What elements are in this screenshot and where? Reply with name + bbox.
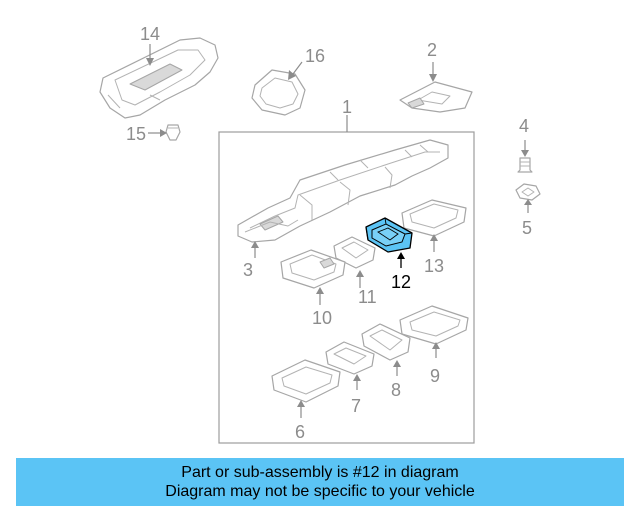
callout-9: 9 <box>430 366 440 386</box>
callout-6: 6 <box>295 422 305 442</box>
callout-14: 14 <box>140 24 160 44</box>
info-banner: Part or sub-assembly is #12 in diagram D… <box>16 458 624 506</box>
arrow-11 <box>356 270 364 277</box>
callout-11: 11 <box>358 287 377 307</box>
banner-line-2: Diagram may not be specific to your vehi… <box>165 483 475 500</box>
part-13-lamp-housing <box>401 199 467 237</box>
leader-16 <box>292 61 303 75</box>
part-11-small-housing <box>333 236 376 269</box>
part-6-tray <box>271 359 341 403</box>
callout-4: 4 <box>519 116 529 136</box>
part-16-bezel <box>251 69 306 116</box>
arrow-8 <box>393 360 401 367</box>
arrow-14 <box>146 58 154 66</box>
part-7-small-bracket <box>325 341 375 375</box>
part-8-switch-housing <box>361 323 411 361</box>
callout-7: 7 <box>351 396 361 416</box>
arrow-7 <box>353 374 361 381</box>
callout-1: 1 <box>342 97 352 117</box>
arrow-12 <box>397 252 405 259</box>
banner-line-1: Part or sub-assembly is #12 in diagram <box>181 464 459 481</box>
callout-3: 3 <box>243 260 253 280</box>
arrow-9 <box>432 342 440 349</box>
part-10-lens-housing <box>280 249 346 289</box>
callout-12: 12 <box>391 272 411 292</box>
arrow-2 <box>429 74 437 82</box>
arrow-15 <box>160 129 167 137</box>
part-4-screw <box>517 157 533 173</box>
arrow-6 <box>297 400 305 407</box>
arrow-10 <box>316 287 324 294</box>
part-5-grommet <box>515 183 541 201</box>
part-15-clip <box>165 124 181 141</box>
arrow-4 <box>521 150 529 157</box>
callout-8: 8 <box>391 380 401 400</box>
arrow-13 <box>430 234 438 241</box>
callout-10: 10 <box>312 308 332 328</box>
callout-5: 5 <box>522 218 532 238</box>
part-3-console-frame <box>237 139 449 243</box>
part-14-console-housing <box>99 37 219 119</box>
part-2-bracket <box>399 81 473 113</box>
callout-15: 15 <box>126 124 146 144</box>
arrow-16 <box>288 70 296 80</box>
callout-2: 2 <box>427 40 437 60</box>
arrow-5 <box>524 199 532 205</box>
arrow-3 <box>251 241 259 248</box>
callout-13: 13 <box>424 256 444 276</box>
part-12-switch-highlighted[interactable] <box>365 217 413 253</box>
callout-16: 16 <box>305 46 325 66</box>
parts-diagram: 14 16 2 15 1 4 5 <box>99 24 541 444</box>
